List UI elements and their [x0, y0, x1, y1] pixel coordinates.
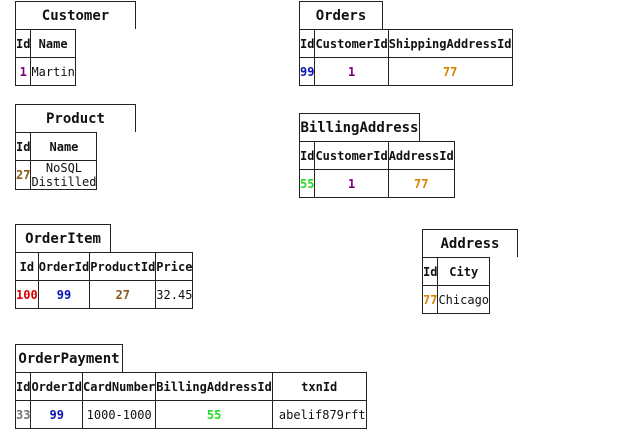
cell-value: 77: [421, 285, 439, 314]
column-header: CardNumber: [82, 372, 157, 401]
table-grid: Id CustomerId ShippingAddressId 99 1 77: [298, 29, 513, 86]
cell-value: Chicago: [437, 285, 491, 314]
column-header: CustomerId: [314, 29, 389, 58]
table-grid: Id Name 1 Martin: [14, 29, 76, 86]
cell-value: 55: [298, 169, 316, 198]
column-header: AddressId: [387, 141, 455, 170]
table-name: Address: [422, 229, 518, 257]
column-header: Id: [298, 29, 316, 58]
column-header: Id: [421, 257, 439, 286]
column-header: OrderId: [30, 372, 84, 401]
table-grid: Id City 77 Chicago: [421, 257, 491, 314]
table-grid: Id CustomerId AddressId 55 1 77: [298, 141, 455, 198]
table-name: Customer: [15, 1, 136, 29]
column-header: Id: [298, 141, 316, 170]
cell-value: 77: [387, 169, 455, 198]
column-header: ProductId: [89, 252, 157, 281]
cell-value: Martin: [30, 57, 76, 86]
cell-value: 55: [155, 400, 273, 429]
cell-value: 100: [15, 280, 39, 309]
cell-value: 1: [14, 57, 32, 86]
table-name: BillingAddress: [299, 113, 420, 141]
table-grid: Id OrderId ProductId Price 100 99 27 32.…: [15, 252, 194, 309]
table-grid: Id OrderId CardNumber BillingAddressId t…: [14, 372, 367, 429]
table-grid: Id Name 27 NoSQL Distilled: [14, 132, 98, 190]
column-header: Name: [30, 132, 98, 161]
table-name: Product: [15, 104, 136, 132]
cell-value: 99: [30, 400, 84, 429]
cell-value: 1: [314, 169, 389, 198]
cell-value: 1000-1000: [82, 400, 157, 429]
column-header: City: [437, 257, 491, 286]
column-header: Id: [15, 252, 39, 281]
column-header: Id: [14, 29, 32, 58]
column-header: CustomerId: [314, 141, 389, 170]
column-header: ShippingAddressId: [387, 29, 513, 58]
column-header: Id: [14, 132, 32, 161]
cell-value: NoSQL Distilled: [30, 160, 98, 190]
cell-value: abelif879rft: [271, 400, 367, 429]
cell-value: 99: [37, 280, 91, 309]
cell-value: 27: [14, 160, 32, 190]
table-name: Orders: [299, 1, 383, 29]
column-header: Name: [30, 29, 76, 58]
column-header: Price: [155, 252, 194, 281]
cell-value: 27: [89, 280, 157, 309]
column-header: txnId: [271, 372, 367, 401]
table-name: OrderItem: [15, 224, 111, 252]
cell-value: 1: [314, 57, 389, 86]
cell-value: 77: [387, 57, 513, 86]
column-header: OrderId: [37, 252, 91, 281]
cell-value: 32.45: [155, 280, 194, 309]
column-header: BillingAddressId: [155, 372, 273, 401]
column-header: Id: [14, 372, 32, 401]
cell-value: 33: [14, 400, 32, 429]
cell-value: 99: [298, 57, 316, 86]
table-name: OrderPayment: [15, 344, 123, 372]
